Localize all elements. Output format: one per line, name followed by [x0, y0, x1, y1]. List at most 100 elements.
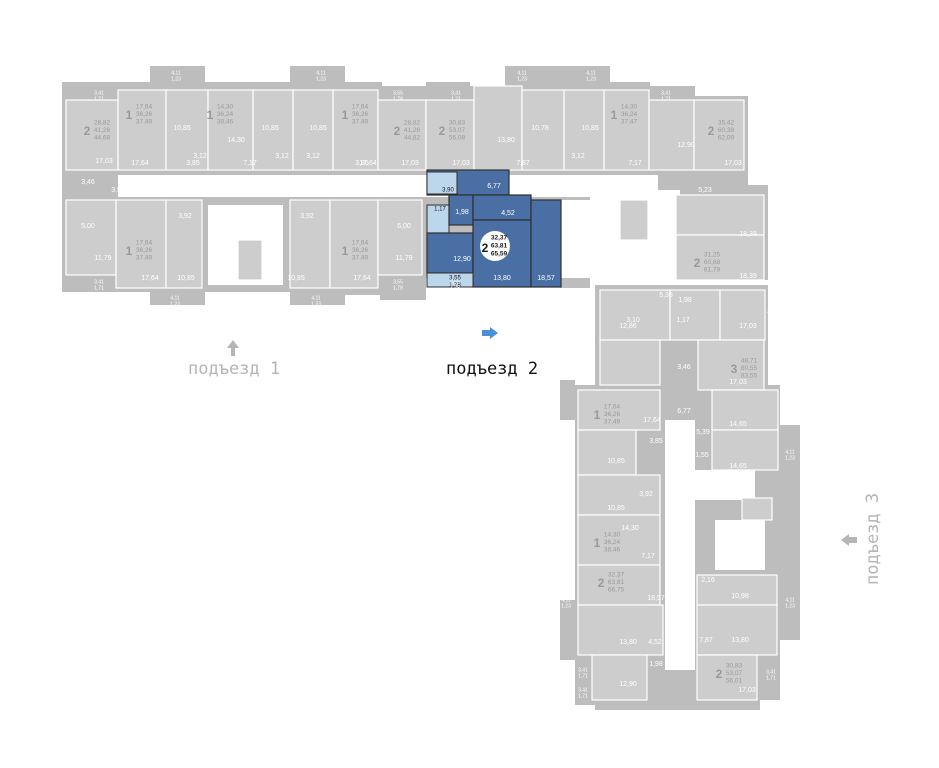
balcony-area: 7,40 — [561, 537, 571, 543]
balcony-area: 3,41 — [578, 687, 588, 693]
room-area: 17,64 — [131, 160, 149, 167]
room-area: 6,77 — [677, 408, 691, 415]
room-area: 1,55 — [695, 452, 709, 459]
area-kitchen: 12,90 — [453, 256, 471, 263]
room-area: 3,96 — [111, 187, 125, 194]
balcony-area: 1,71 — [94, 285, 104, 291]
rooms-count: 2 — [439, 124, 446, 138]
room-area: 18,39 — [739, 273, 757, 280]
area-hall: 6,77 — [487, 183, 501, 190]
living-area: 32,37 — [608, 572, 625, 579]
balcony-area: 3,41 — [766, 669, 776, 675]
total-area-balcony: 61,79 — [704, 267, 721, 274]
balcony-area: 4,11 — [785, 449, 795, 455]
balcony-area: 1,23 — [170, 301, 180, 307]
balcony-area: 4,11 — [311, 295, 321, 301]
entrance-3-label[interactable]: подъезд 3 — [841, 493, 883, 585]
room-area: 17,64 — [141, 275, 159, 282]
rooms-count: 1 — [342, 244, 349, 258]
arrow-right-icon — [482, 327, 498, 339]
room-area: 11,79 — [95, 255, 112, 262]
arrow-left-icon — [841, 534, 857, 546]
arrow-up-icon — [227, 340, 239, 356]
room-area: 3,12 — [571, 153, 585, 160]
balcony-area: 1,23 — [171, 76, 181, 82]
total-area-balcony: 37,49 — [604, 419, 621, 426]
total-area-balcony: 38,46 — [604, 547, 621, 554]
total-area: 60,68 — [704, 259, 721, 266]
total-area: 63,81 — [491, 243, 508, 250]
entrance-2-label[interactable]: подъезд 2 — [446, 327, 538, 379]
balcony-area: 7,40 — [266, 70, 276, 76]
room-area: 3,92 — [178, 213, 192, 220]
room-area: 17,64 — [353, 275, 371, 282]
balcony-area: 3,41 — [661, 90, 671, 96]
room-area: 7,17 — [243, 160, 257, 167]
total-area-balcony: 37,47 — [621, 119, 638, 126]
room-area: 3,12 — [275, 153, 289, 160]
entrance-1-label[interactable]: подъезд 1 — [188, 340, 280, 379]
rooms-count: 1 — [126, 108, 133, 122]
living-area: 14,30 — [217, 104, 234, 111]
area-room-1: 13,80 — [493, 275, 511, 282]
rooms-count: 2 — [84, 124, 91, 138]
bathroom — [426, 171, 458, 195]
wing-rooms — [577, 289, 779, 701]
total-area: 41,26 — [404, 127, 421, 134]
balcony-area: 1,77 — [768, 380, 778, 386]
total-area: 80,55 — [741, 365, 758, 372]
room-area: 17,64 — [359, 160, 377, 167]
living-area: 31,25 — [704, 252, 721, 259]
balcony-area: 3,55 — [450, 279, 460, 285]
living-area: 30,83 — [726, 663, 743, 670]
bottom-rooms — [65, 199, 423, 289]
balcony-area: 1,23 — [561, 455, 571, 461]
total-area: 53,07 — [726, 670, 743, 677]
living-area: 17,64 — [604, 404, 621, 411]
balcony-area: 1,71 — [766, 675, 776, 681]
room-area: 12,90 — [677, 142, 695, 149]
living-area: 17,64 — [136, 104, 153, 111]
balcony-area: 4,11 — [170, 295, 180, 301]
balcony-area: 4,11 — [785, 597, 795, 603]
balcony-area: 3,70 — [767, 309, 777, 315]
room-area: 12,86 — [619, 323, 637, 330]
room-area: 13,80 — [731, 637, 749, 644]
balcony-area: 4,11 — [561, 597, 571, 603]
room-area: 10,85 — [607, 458, 625, 465]
balcony-area: 3,55 — [393, 90, 403, 96]
balcony-area: 1,23 — [517, 76, 527, 82]
living-area: 17,64 — [352, 104, 369, 111]
room-area: 14,65 — [729, 421, 747, 428]
room-area: 5,00 — [81, 223, 95, 230]
selected-apartment[interactable]: 6,77 3,90 1,98 1,17 4,52 12,90 13,80 18,… — [426, 169, 562, 289]
living-area: 28,82 — [94, 120, 111, 127]
stairwell-2 — [560, 199, 649, 278]
balcony-area: 1,23 — [785, 455, 795, 461]
room-area: 12,90 — [619, 681, 637, 688]
total-area-balcony: 37,49 — [352, 255, 369, 262]
balcony-area: 1,71 — [661, 96, 671, 102]
total-area-balcony: 62,09 — [718, 135, 735, 142]
area-wc: 1,17 — [434, 207, 446, 213]
rooms-count: 2 — [598, 576, 605, 590]
total-area-balcony: 44,68 — [94, 135, 111, 142]
room-area: 3,12 — [193, 153, 207, 160]
